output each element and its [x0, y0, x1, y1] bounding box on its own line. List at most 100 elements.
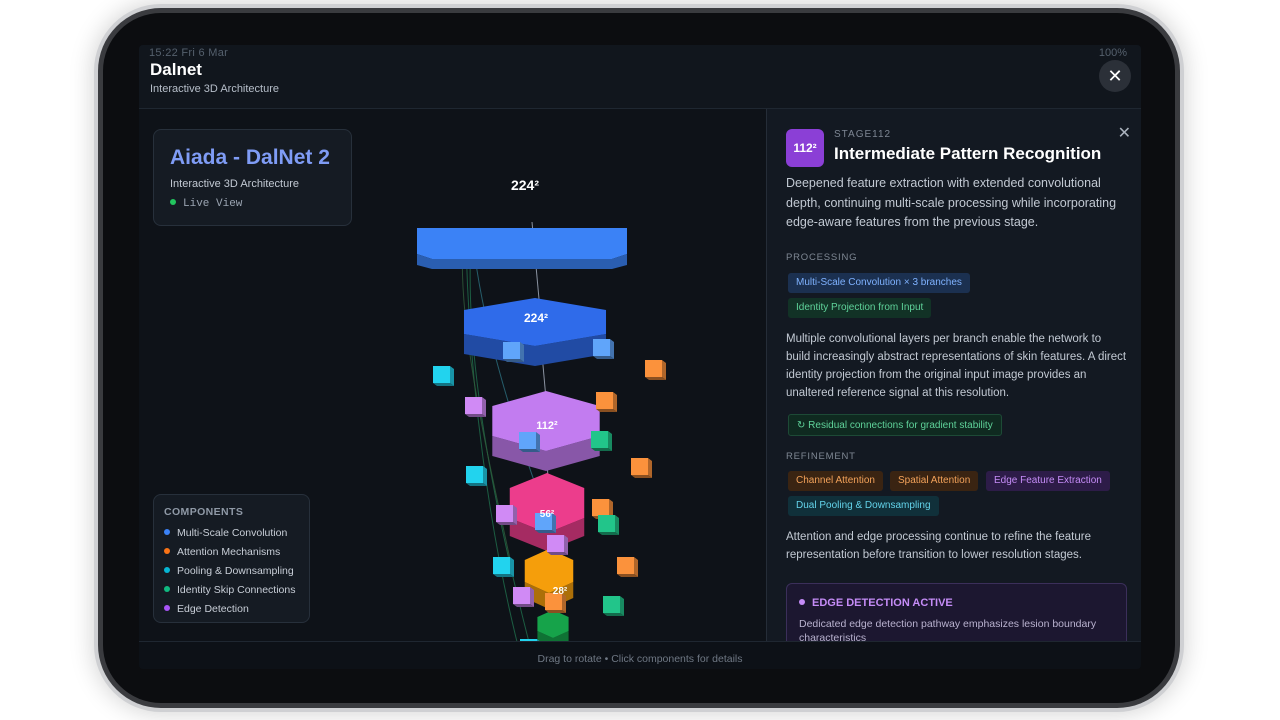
component-node-bottom-1[interactable] [465, 414, 486, 417]
component-node-9[interactable] [519, 432, 536, 449]
component-node-bottom-5[interactable] [593, 356, 614, 359]
component-node-16[interactable] [535, 513, 552, 530]
chip-dual-pooling[interactable]: Dual Pooling & Downsampling [788, 496, 939, 516]
stage-layer-side-2[interactable] [509, 488, 585, 551]
component-node-side-8[interactable] [648, 458, 652, 478]
legend-item-edge: Edge Detection [164, 603, 249, 615]
component-node-side-4[interactable] [520, 342, 524, 362]
component-node-14[interactable] [617, 557, 634, 574]
chip-residual-connections[interactable]: ↻ Residual connections for gradient stab… [788, 414, 1002, 436]
component-node-bottom-15[interactable] [547, 552, 568, 555]
component-node-bottom-14[interactable] [617, 574, 638, 577]
component-node-bottom-6[interactable] [466, 483, 487, 486]
stage-layer-2[interactable] [509, 473, 585, 533]
component-node-side-10[interactable] [608, 431, 612, 451]
component-node-bottom-2[interactable] [645, 377, 666, 380]
panel-title: Intermediate Pattern Recognition [834, 144, 1102, 163]
stage-layer-3[interactable] [524, 549, 574, 593]
resolution-label-4: 28² [553, 586, 568, 597]
component-node-side-3[interactable] [613, 392, 617, 412]
component-node-side-13[interactable] [510, 557, 514, 577]
component-node-bottom-4[interactable] [503, 359, 524, 362]
component-node-5[interactable] [593, 339, 610, 356]
legend-item-label: Identity Skip Connections [177, 584, 296, 596]
skip-connection-line-1 [465, 240, 518, 641]
component-node-side-18[interactable] [620, 596, 624, 616]
resolution-label-0: 224² [511, 177, 539, 193]
component-node-side-2[interactable] [662, 360, 666, 380]
chip-multiscale-conv[interactable]: Multi-Scale Convolution × 3 branches [788, 273, 970, 293]
component-node-0[interactable] [433, 366, 450, 383]
component-node-side-11[interactable] [609, 499, 613, 519]
component-node-12[interactable] [598, 515, 615, 532]
component-node-bottom-17[interactable] [545, 610, 566, 613]
component-node-18[interactable] [603, 596, 620, 613]
model-subtitle: Interactive 3D Architecture [170, 178, 300, 190]
component-node-10[interactable] [591, 431, 608, 448]
component-node-19[interactable] [520, 639, 537, 641]
resolution-label-1: 224² [524, 311, 548, 325]
component-node-bottom-10[interactable] [591, 448, 612, 451]
close-panel-button[interactable]: ✕ [1117, 125, 1131, 142]
component-node-bottom-9[interactable] [519, 449, 540, 452]
component-node-2[interactable] [645, 360, 662, 377]
component-node-bottom-18[interactable] [603, 613, 624, 616]
component-node-13[interactable] [493, 557, 510, 574]
model-title: Aiada - DalNet 2 [170, 146, 330, 169]
component-node-side-17[interactable] [562, 593, 566, 613]
legend-item-label: Edge Detection [177, 603, 249, 615]
component-node-side-1[interactable] [482, 397, 486, 417]
component-node-side-6[interactable] [483, 466, 487, 486]
component-node-bottom-8[interactable] [631, 475, 652, 478]
component-node-side-14[interactable] [634, 557, 638, 577]
component-node-23[interactable] [513, 587, 530, 604]
component-node-11[interactable] [592, 499, 609, 516]
stage-layer-4[interactable] [537, 610, 569, 638]
details-panel: 112² STAGE112 Intermediate Pattern Recog… [766, 109, 1141, 641]
component-node-8[interactable] [631, 458, 648, 475]
stage-layer-side-1[interactable] [492, 406, 600, 471]
legend-item-attention: Attention Mechanisms [164, 546, 280, 558]
chip-spatial-attention[interactable]: Spatial Attention [890, 471, 979, 491]
stage-layer-0[interactable] [463, 298, 607, 346]
component-node-side-9[interactable] [536, 432, 540, 452]
resolution-label-3: 56² [540, 509, 555, 520]
legend-item-label: Pooling & Downsampling [177, 565, 294, 577]
component-node-15[interactable] [547, 535, 564, 552]
stage-description: Deepened feature extraction with extende… [786, 176, 1117, 229]
3d-viewport[interactable]: 224²224²112²56²28²14² Aiada - DalNet 2 I… [139, 109, 766, 641]
component-node-side-7[interactable] [513, 505, 517, 525]
component-node-side-0[interactable] [450, 366, 454, 386]
component-node-3[interactable] [596, 392, 613, 409]
legend-dot-icon [164, 567, 170, 573]
legend-item-multiscale: Multi-Scale Convolution [164, 527, 287, 539]
component-node-bottom-7[interactable] [496, 522, 517, 525]
component-node-bottom-0[interactable] [433, 383, 454, 386]
chip-channel-attention[interactable]: Channel Attention [788, 471, 883, 491]
stage-layer-side-4[interactable] [537, 617, 569, 641]
stage-layer-side-0[interactable] [463, 310, 607, 366]
component-node-bottom-3[interactable] [596, 409, 617, 412]
chip-identity-projection[interactable]: Identity Projection from Input [788, 298, 932, 318]
component-node-side-12[interactable] [615, 515, 619, 535]
component-node-bottom-13[interactable] [493, 574, 514, 577]
component-node-7[interactable] [496, 505, 513, 522]
component-node-17[interactable] [545, 593, 562, 610]
component-node-side-16[interactable] [552, 513, 556, 533]
input-layer-slab-side[interactable] [417, 254, 627, 269]
chip-edge-feature-extraction[interactable]: Edge Feature Extraction [986, 471, 1110, 491]
close-viewer-button[interactable]: ✕ [1099, 60, 1131, 92]
component-node-bottom-23[interactable] [513, 604, 534, 607]
footer-hint: Drag to rotate • Click components for de… [537, 653, 743, 665]
component-node-side-5[interactable] [610, 339, 614, 359]
component-node-1[interactable] [465, 397, 482, 414]
component-node-side-15[interactable] [564, 535, 568, 555]
architecture-3d-model[interactable]: 224²224²112²56²28²14² [139, 109, 766, 641]
component-node-bottom-16[interactable] [535, 530, 556, 533]
processing-heading: PROCESSING [786, 252, 858, 263]
component-node-4[interactable] [503, 342, 520, 359]
component-node-bottom-12[interactable] [598, 532, 619, 535]
input-layer-slab[interactable] [417, 228, 627, 259]
component-node-6[interactable] [466, 466, 483, 483]
component-node-side-23[interactable] [530, 587, 534, 607]
